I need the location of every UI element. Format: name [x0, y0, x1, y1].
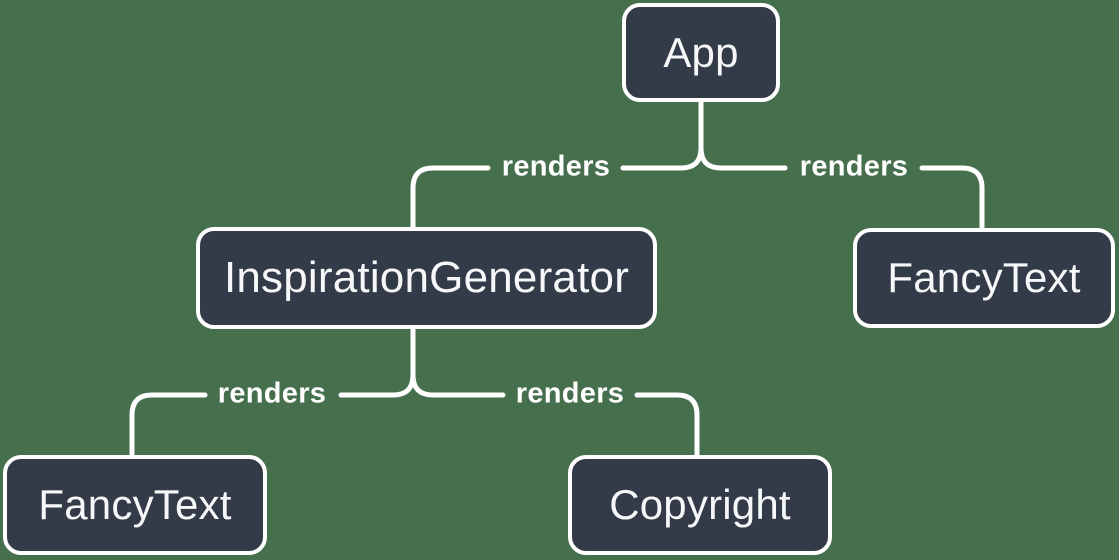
node-copyright: Copyright: [568, 455, 832, 555]
edge-label-renders-app-inspiration: renders: [501, 150, 611, 183]
edge-label-renders-inspiration-fancytext: renders: [217, 377, 327, 410]
node-app: App: [622, 3, 780, 102]
node-fancy-text-top-right: FancyText: [853, 228, 1115, 328]
edge-label-renders-app-fancytext: renders: [799, 150, 909, 183]
edge-inspiration-generator-to-copyright: [410, 326, 700, 458]
node-fancy-text-top-right-label: FancyText: [887, 254, 1081, 301]
edge-label-renders-inspiration-copyright: renders: [515, 377, 625, 410]
node-fancy-text-bottom-left-label: FancyText: [38, 481, 232, 528]
node-inspiration-generator: InspirationGenerator: [196, 227, 657, 329]
node-app-label: App: [663, 28, 739, 76]
node-copyright-label: Copyright: [609, 481, 791, 528]
node-inspiration-generator-label: InspirationGenerator: [223, 253, 630, 302]
node-fancy-text-bottom-left: FancyText: [3, 455, 267, 555]
edge-app-to-fancy-text: [698, 98, 985, 231]
